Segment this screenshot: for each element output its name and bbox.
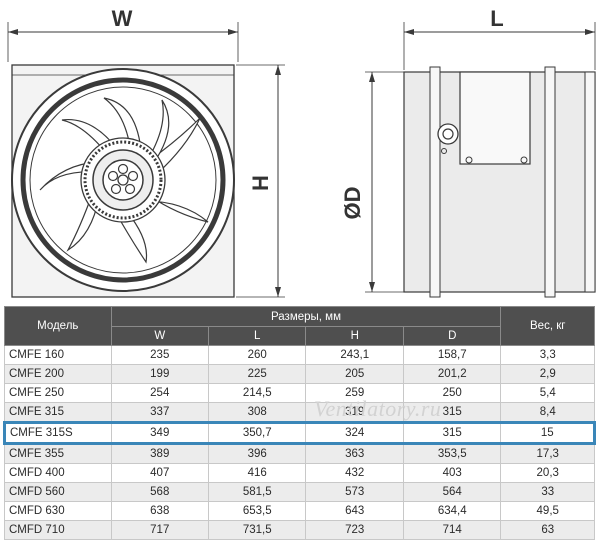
l-cell: 653,5 (207, 501, 307, 521)
h-cell: 243,1 (305, 345, 404, 365)
model-cell: CMFE 250 (4, 383, 112, 403)
w-cell: 407 (110, 463, 209, 483)
l-cell: 416 (207, 463, 307, 483)
column-header-l: L (207, 326, 307, 346)
weight-cell: 63 (500, 520, 595, 540)
table-row: CMFE 315 337 308 319 315 8,4 (4, 402, 595, 423)
weight-cell: 5,4 (500, 383, 595, 403)
h-cell: 259 (305, 383, 404, 403)
model-header: Модель (4, 306, 112, 346)
d-cell: 201,2 (402, 364, 502, 384)
front-view (7, 22, 285, 298)
table-row: CMFD 710 717 731,5 723 714 63 (4, 520, 595, 540)
d-cell: 315 (402, 421, 502, 445)
h-cell: 432 (305, 463, 404, 483)
model-cell: CMFE 315S (3, 421, 112, 445)
dimensions-group-header: Размеры, мм (110, 306, 502, 327)
h-cell: 319 (305, 402, 404, 423)
l-cell: 225 (207, 364, 307, 384)
weight-cell: 49,5 (500, 501, 595, 521)
h-cell: 573 (305, 482, 404, 502)
model-cell: CMFD 560 (4, 482, 112, 502)
w-cell: 717 (110, 520, 209, 540)
l-cell: 731,5 (207, 520, 307, 540)
table-row: CMFE 160 235 260 243,1 158,7 3,3 (4, 345, 595, 365)
w-cell: 638 (110, 501, 209, 521)
weight-cell: 2,9 (500, 364, 595, 384)
d-cell: 315 (402, 402, 502, 423)
model-cell: CMFD 400 (4, 463, 112, 483)
length-label: L (490, 6, 503, 31)
l-cell: 581,5 (207, 482, 307, 502)
weight-header: Вес, кг (500, 306, 595, 346)
weight-cell: 20,3 (500, 463, 595, 483)
table-row: CMFE 200 199 225 205 201,2 2,9 (4, 364, 595, 384)
model-cell: CMFE 315 (4, 402, 112, 423)
table-row: CMFD 400 407 416 432 403 20,3 (4, 463, 595, 483)
side-view (365, 22, 596, 298)
highlighted-table-row: CMFE 315S 349 350,7 324 315 15 (3, 421, 596, 445)
model-cell: CMFD 630 (4, 501, 112, 521)
w-cell: 254 (110, 383, 209, 403)
model-cell: CMFD 710 (4, 520, 112, 540)
d-cell: 158,7 (402, 345, 502, 365)
table-row: CMFE 355 389 396 363 353,5 17,3 (4, 443, 595, 464)
dimensions-table: Модель Размеры, мм Вес, кг W L H D CMFE … (3, 306, 596, 540)
d-cell: 634,4 (402, 501, 502, 521)
weight-cell: 15 (500, 421, 596, 445)
model-cell: CMFE 160 (4, 345, 112, 365)
h-cell: 324 (305, 421, 404, 445)
model-cell: CMFE 355 (4, 443, 112, 464)
w-cell: 199 (110, 364, 209, 384)
fan-dimension-drawing: W H L ØD (7, 6, 596, 298)
weight-cell: 17,3 (500, 443, 595, 464)
model-cell: CMFE 200 (4, 364, 112, 384)
table-row: CMFD 630 638 653,5 643 634,4 49,5 (4, 501, 595, 521)
w-cell: 337 (110, 402, 209, 423)
w-cell: 349 (110, 421, 209, 445)
w-cell: 389 (110, 443, 209, 464)
l-cell: 350,7 (207, 421, 307, 445)
l-cell: 396 (207, 443, 307, 464)
w-cell: 235 (110, 345, 209, 365)
h-cell: 363 (305, 443, 404, 464)
column-header-d: D (402, 326, 502, 346)
h-cell: 205 (305, 364, 404, 384)
height-label: H (248, 175, 273, 191)
d-cell: 714 (402, 520, 502, 540)
h-cell: 723 (305, 520, 404, 540)
d-cell: 353,5 (402, 443, 502, 464)
weight-cell: 3,3 (500, 345, 595, 365)
diameter-label: ØD (340, 187, 365, 220)
l-cell: 214,5 (207, 383, 307, 403)
width-label: W (112, 6, 133, 31)
h-cell: 643 (305, 501, 404, 521)
d-cell: 564 (402, 482, 502, 502)
l-cell: 260 (207, 345, 307, 365)
d-cell: 403 (402, 463, 502, 483)
table-row: CMFD 560 568 581,5 573 564 33 (4, 482, 595, 502)
d-cell: 250 (402, 383, 502, 403)
column-header-h: H (305, 326, 404, 346)
column-header-w: W (110, 326, 209, 346)
table-row: CMFE 250 254 214,5 259 250 5,4 (4, 383, 595, 403)
weight-cell: 8,4 (500, 402, 595, 423)
w-cell: 568 (110, 482, 209, 502)
l-cell: 308 (207, 402, 307, 423)
weight-cell: 33 (500, 482, 595, 502)
